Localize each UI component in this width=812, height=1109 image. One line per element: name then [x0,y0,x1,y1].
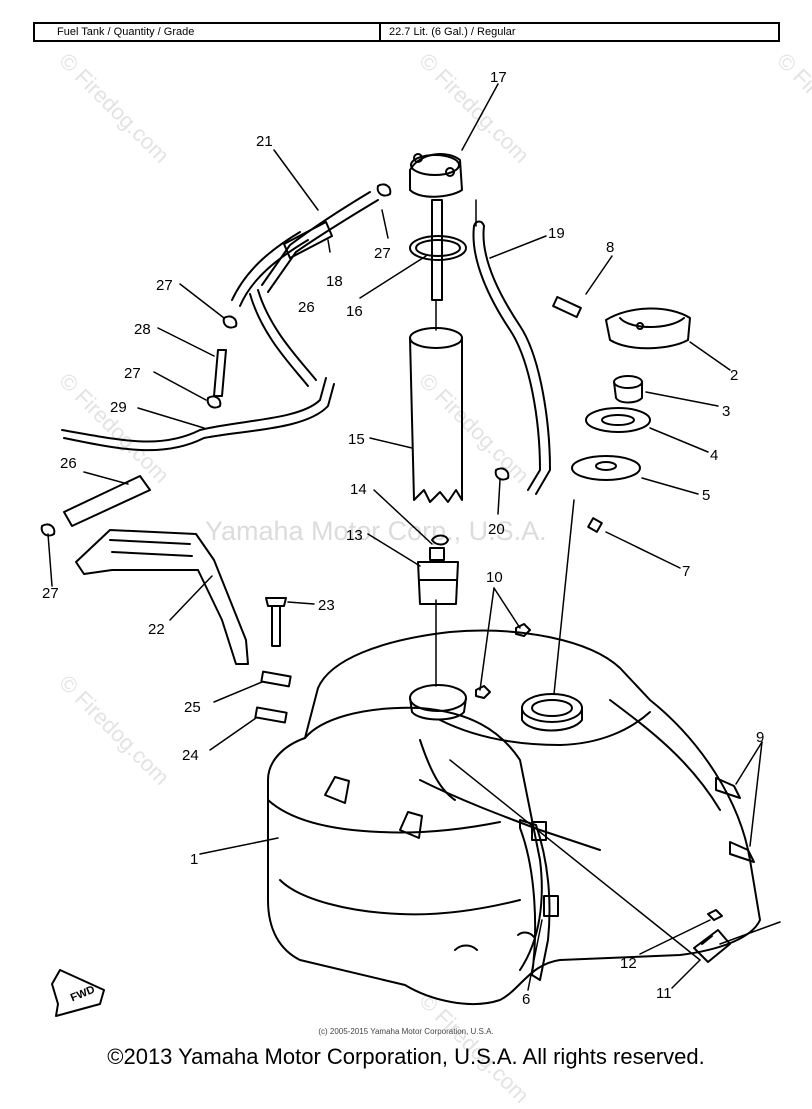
tank-band [519,819,551,981]
fuel-strainer-tube [409,327,463,503]
washer-25 [260,670,292,688]
screw-12 [707,909,723,921]
cap-spring [613,375,643,404]
callout-1: 1 [190,851,198,868]
hose-26-lower [63,475,151,527]
hose-29 [61,289,335,452]
hose-clip [431,534,449,546]
callout-26-left: 26 [60,455,77,472]
gauge-gasket [409,235,467,261]
callout-5: 5 [702,487,710,504]
gauge-opening [409,684,467,721]
band-clip-2 [543,895,559,917]
callout-23: 23 [318,597,335,614]
vent-plug [587,517,603,533]
callout-27-bottom-left: 27 [42,585,59,602]
callout-27-upper-left: 27 [156,277,173,294]
nuts-10 [475,623,531,699]
filler-neck [521,693,583,732]
callout-6: 6 [522,991,530,1008]
pipe-28 [213,349,227,397]
callout-19: 19 [548,225,565,242]
callout-17: 17 [490,69,507,86]
callout-16: 16 [346,303,363,320]
leader-lines [47,83,781,991]
callout-15: 15 [348,431,365,448]
callout-9: 9 [756,729,764,746]
hose-26-upper [283,221,333,259]
spec-table: Fuel Tank / Quantity / Grade 22.7 Lit. (… [33,22,780,42]
callout-29: 29 [110,399,127,416]
tank-cap [605,307,691,350]
spec-label: Fuel Tank / Quantity / Grade [35,24,381,40]
callout-2: 2 [730,367,738,384]
callout-27-mid-left: 27 [124,365,141,382]
copyright-footer: ©2013 Yamaha Motor Corporation, U.S.A. A… [107,1044,705,1069]
band-clip [531,821,547,841]
fuel-filter [417,547,459,605]
callout-28: 28 [134,321,151,338]
callout-13: 13 [346,527,363,544]
fwd-label: FWD [69,984,97,1005]
copyright-small: (c) 2005-2015 Yamaha Motor Corporation, … [318,1027,494,1036]
cap-gasket [585,407,651,433]
tank-bracket [75,529,249,665]
callout-12: 12 [620,955,637,972]
callout-21: 21 [256,133,273,150]
callout-10: 10 [486,569,503,586]
callout-22: 22 [148,621,165,638]
callout-25: 25 [184,699,201,716]
center-watermark: Yamaha Motor Corp., U.S.A. [205,516,547,546]
cap-seal [571,455,641,481]
callout-4: 4 [710,447,718,464]
cap-pin [552,295,582,319]
callout-11: 11 [656,985,672,1002]
callout-26-top: 26 [298,299,315,316]
spec-value: 22.7 Lit. (6 Gal.) / Regular [389,26,516,38]
fuel-gauge-unit [409,153,463,301]
parts-diagram: 17 21 19 8 27 18 26 16 27 28 2 27 29 3 1… [40,69,781,1017]
callout-24: 24 [182,747,199,764]
hose-21 [231,231,309,307]
callout-3: 3 [722,403,730,420]
callout-14: 14 [350,481,367,498]
clamp-parts [40,183,510,537]
vent-hose-19 [472,220,551,495]
callout-8: 8 [606,239,614,256]
callout-18: 18 [326,273,343,290]
callout-27-top: 27 [374,245,391,262]
fwd-arrow: FWD [51,969,105,1017]
callout-20: 20 [488,521,505,538]
washer-24 [254,706,288,724]
callout-7: 7 [682,563,690,580]
bolts-9 [715,777,755,863]
bolt-23 [265,597,287,647]
clip-11 [693,929,731,963]
